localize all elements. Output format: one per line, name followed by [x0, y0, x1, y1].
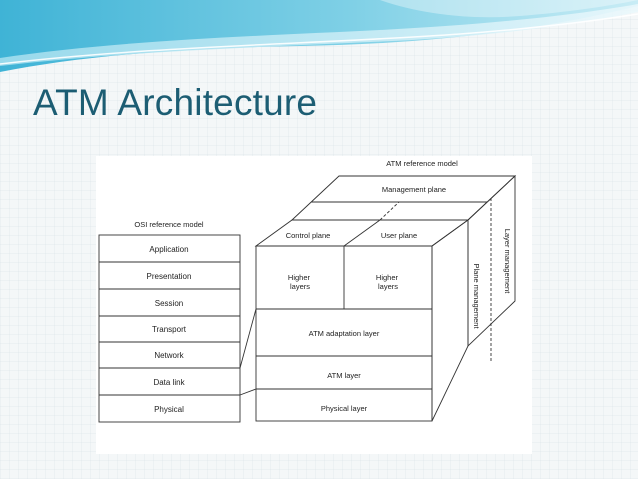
higher-layers-user-line2: layers: [378, 282, 398, 291]
higher-layers-control-line2: layers: [290, 282, 310, 291]
osi-stack-outline: [98, 234, 241, 423]
layer-management-side: [467, 174, 516, 348]
atm-adaptation-layer-label: ATM adaptation layer: [309, 329, 380, 338]
atm-model-title: ATM reference model: [386, 159, 458, 168]
slide-title: ATM Architecture: [33, 82, 318, 123]
plane-management-label: Plane management: [472, 263, 481, 329]
management-plane-label: Management plane: [382, 185, 446, 194]
header-wave-decoration: [0, 0, 638, 72]
atm-architecture-diagram: OSI reference model Application Presenta…: [98, 159, 517, 423]
plane-management-side: [431, 219, 469, 422]
connector-datalink: [239, 388, 257, 396]
higher-layers-user-line1: Higher: [376, 273, 399, 282]
management-plane-slab: [290, 175, 517, 221]
higher-layers-control-line1: Higher: [288, 273, 311, 282]
user-plane-label: User plane: [381, 231, 417, 240]
layer-management-label: Layer management: [503, 229, 512, 295]
atm-architecture-figure: OSI reference model Application Presenta…: [96, 156, 532, 454]
atm-layer-label: ATM layer: [327, 371, 361, 380]
connector-network: [239, 308, 257, 369]
higher-layers-user: Higher layers: [376, 273, 400, 291]
osi-layer-application: Application: [149, 245, 188, 254]
osi-layer-session: Session: [155, 299, 183, 308]
osi-layer-presentation: Presentation: [147, 272, 192, 281]
physical-layer-label: Physical layer: [321, 404, 368, 413]
higher-layers-control: Higher layers: [288, 273, 312, 291]
control-plane-label: Control plane: [286, 231, 331, 240]
osi-model-title: OSI reference model: [134, 220, 204, 229]
osi-layer-transport: Transport: [152, 325, 187, 334]
osi-layer-network: Network: [154, 351, 184, 360]
osi-layer-physical: Physical: [154, 405, 184, 414]
osi-layer-datalink: Data link: [153, 378, 185, 387]
